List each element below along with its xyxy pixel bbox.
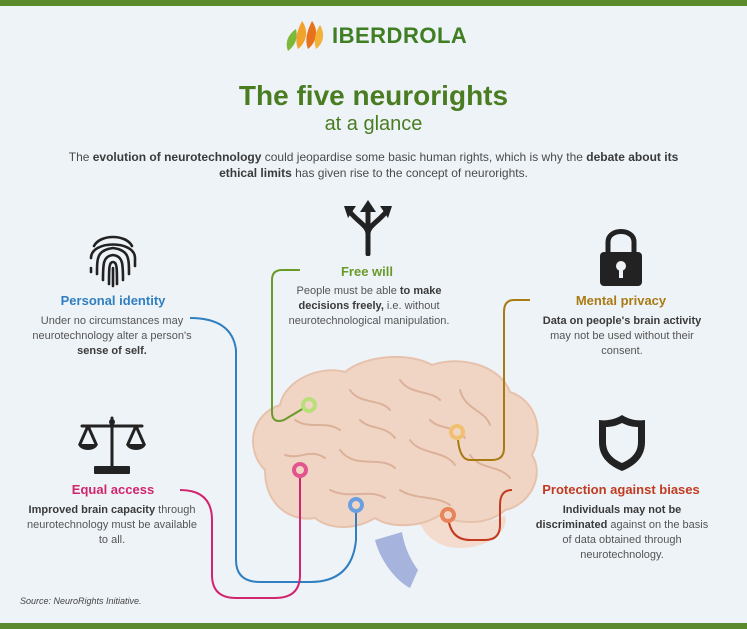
equal-access-description: Improved brain capacity through neurotec…: [26, 504, 197, 546]
free-will-title: Free will: [340, 264, 394, 279]
mental-privacy-title: Mental privacy: [575, 293, 667, 308]
free-will-connector: [271, 269, 305, 422]
privacy-connector: [457, 299, 530, 461]
mental-privacy-description: Data on people's brain activity may not …: [542, 315, 702, 357]
page-title: The five neurorights: [238, 80, 509, 111]
protection-biases-description: Individuals may not be discriminated aga…: [535, 504, 709, 561]
leaf-drops-icon: [286, 21, 324, 51]
equal-access-title: Equal access: [71, 482, 155, 497]
biases-connector: [447, 489, 513, 541]
personal-identity-description: Under no circumstances may neurotechnolo…: [32, 315, 192, 357]
equal-access-connector: [179, 474, 301, 599]
shield-icon: [599, 415, 645, 471]
brand-name: IBERDROLA: [332, 23, 468, 48]
page-subtitle: at a glance: [324, 113, 423, 135]
padlock-icon: [600, 229, 642, 286]
scales-icon: [78, 416, 146, 474]
iberdrola-logo: IBERDROLA: [282, 16, 467, 56]
personal-identity-title: Personal identity: [60, 293, 166, 308]
protection-biases-title: Protection against biases: [542, 482, 700, 497]
arrows-split-icon: [344, 200, 392, 256]
source-note: Source: NeuroRights Initiative.: [20, 596, 142, 606]
free-will-description: People must be able to make decisions fr…: [288, 285, 450, 327]
bottom-bar: [0, 623, 747, 629]
fingerprint-icon: [89, 235, 137, 288]
identity-connector: [189, 317, 357, 583]
top-bar: [0, 0, 747, 6]
intro-text: The evolution of neurotechnology could j…: [68, 150, 679, 180]
